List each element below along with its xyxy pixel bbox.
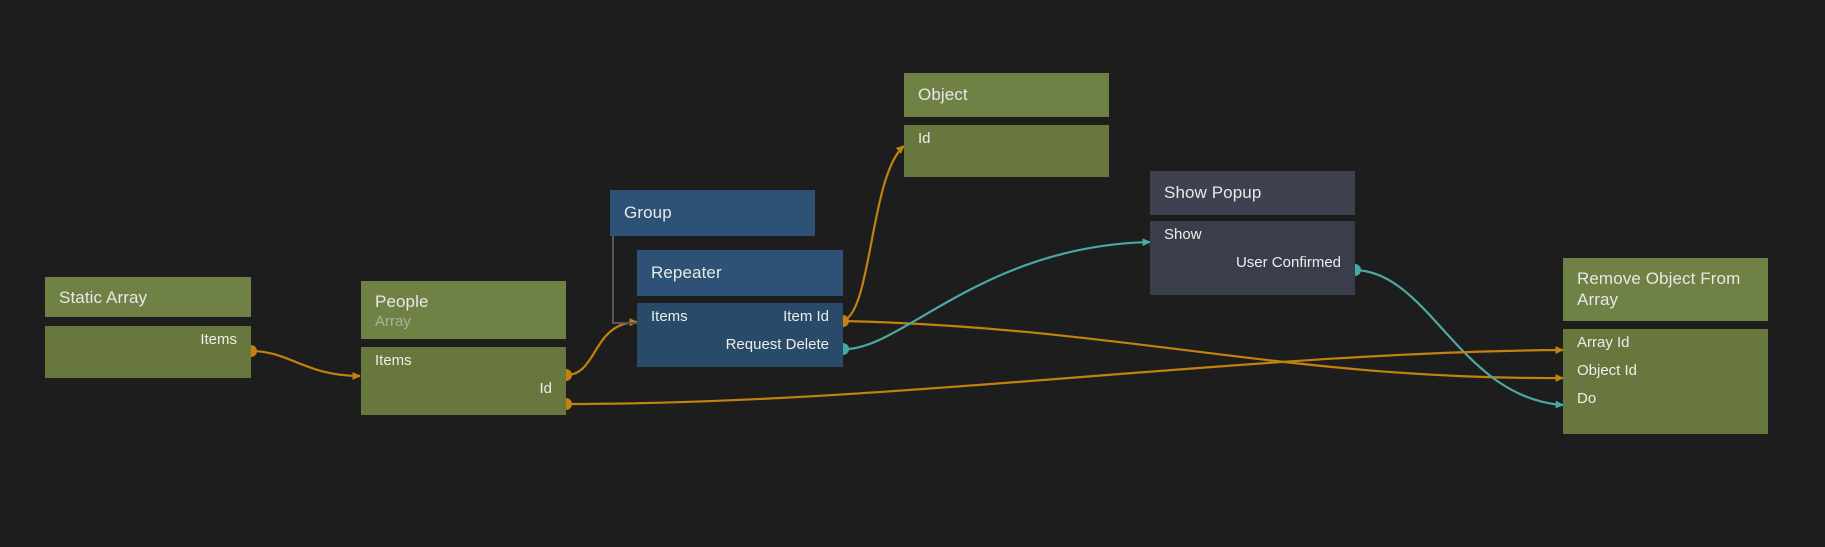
node-static-array-body: Items	[45, 326, 251, 378]
node-repeater-title: Repeater	[651, 263, 722, 282]
port-label-item-id: Item Id	[783, 308, 829, 325]
port-label-items: Items	[200, 331, 237, 348]
port-label-object-id: Object Id	[1577, 362, 1638, 379]
node-remove-object-from-array[interactable]: Remove Object From Array Array Id Object…	[1563, 258, 1768, 434]
port-label-id: Id	[918, 130, 931, 147]
node-object-title: Object	[918, 85, 968, 104]
port-label-array-id: Array Id	[1577, 334, 1630, 351]
port-row-remove-array-id[interactable]: Array Id	[1563, 329, 1768, 357]
node-static-array[interactable]: Static Array Items	[45, 277, 251, 378]
node-static-array-title: Static Array	[59, 288, 148, 307]
port-row-repeater-request-delete[interactable]: Request Delete	[637, 331, 843, 359]
node-object-header: Object	[904, 73, 1109, 117]
port-row-object-id[interactable]: Id	[904, 125, 1109, 153]
node-group[interactable]: Group	[610, 190, 815, 236]
node-group-header: Group	[610, 190, 815, 236]
port-row-remove-object-id[interactable]: Object Id	[1563, 357, 1768, 385]
port-label-do: Do	[1577, 390, 1597, 407]
node-remove-object-from-array-title: Remove Object From Array	[1577, 269, 1741, 309]
port-label-items: Items	[375, 352, 412, 369]
node-repeater-header: Repeater	[637, 250, 843, 296]
wire-people-items-to-repeater-items	[565, 318, 639, 377]
port-row-people-items[interactable]: Items	[361, 347, 566, 375]
node-show-popup-header: Show Popup	[1150, 171, 1355, 215]
node-repeater-body: Items Item Id Request Delete	[637, 303, 843, 367]
port-label-user-confirmed: User Confirmed	[1235, 254, 1341, 271]
wire-repeater-requestdelete-to-showpopup-show	[842, 238, 1152, 351]
node-show-popup-body: Show User Confirmed	[1150, 221, 1355, 295]
group-bracket	[612, 226, 642, 324]
port-label-items: Items	[651, 308, 688, 325]
node-group-title: Group	[624, 203, 672, 222]
port-row-people-id[interactable]: Id	[361, 375, 566, 403]
node-remove-object-from-array-header: Remove Object From Array	[1563, 258, 1768, 321]
node-object-body: Id	[904, 125, 1109, 177]
node-people[interactable]: People Array Items Id	[361, 281, 566, 415]
port-row-remove-do[interactable]: Do	[1563, 385, 1768, 413]
port-row-static-array-items[interactable]: Items	[45, 326, 251, 354]
wire-repeater-itemid-to-remove-objectid	[842, 319, 1565, 382]
port-label-id: Id	[539, 380, 552, 397]
node-static-array-header: Static Array	[45, 277, 251, 317]
port-label-show: Show	[1164, 226, 1202, 243]
node-people-body: Items Id	[361, 347, 566, 415]
port-row-show-popup-user-confirmed[interactable]: User Confirmed	[1150, 249, 1355, 277]
node-remove-object-from-array-body: Array Id Object Id Do	[1563, 329, 1768, 434]
port-label-request-delete: Request Delete	[725, 336, 829, 353]
node-people-header: People Array	[361, 281, 566, 339]
wire-static-array-items-to-people-items	[250, 349, 362, 380]
node-show-popup-title: Show Popup	[1164, 183, 1262, 202]
node-object[interactable]: Object Id	[904, 73, 1109, 177]
port-row-repeater-items-itemid[interactable]: Items Item Id	[637, 303, 843, 331]
port-row-show-popup-show[interactable]: Show	[1150, 221, 1355, 249]
wire-showpopup-userconfirmed-to-remove-do	[1354, 268, 1565, 409]
node-people-subtitle: Array	[375, 313, 411, 330]
node-repeater[interactable]: Repeater Items Item Id Request Delete	[637, 250, 843, 367]
wire-repeater-itemid-to-object-id	[842, 145, 905, 323]
node-people-title: People	[375, 292, 429, 311]
node-show-popup[interactable]: Show Popup Show User Confirmed	[1150, 171, 1355, 295]
